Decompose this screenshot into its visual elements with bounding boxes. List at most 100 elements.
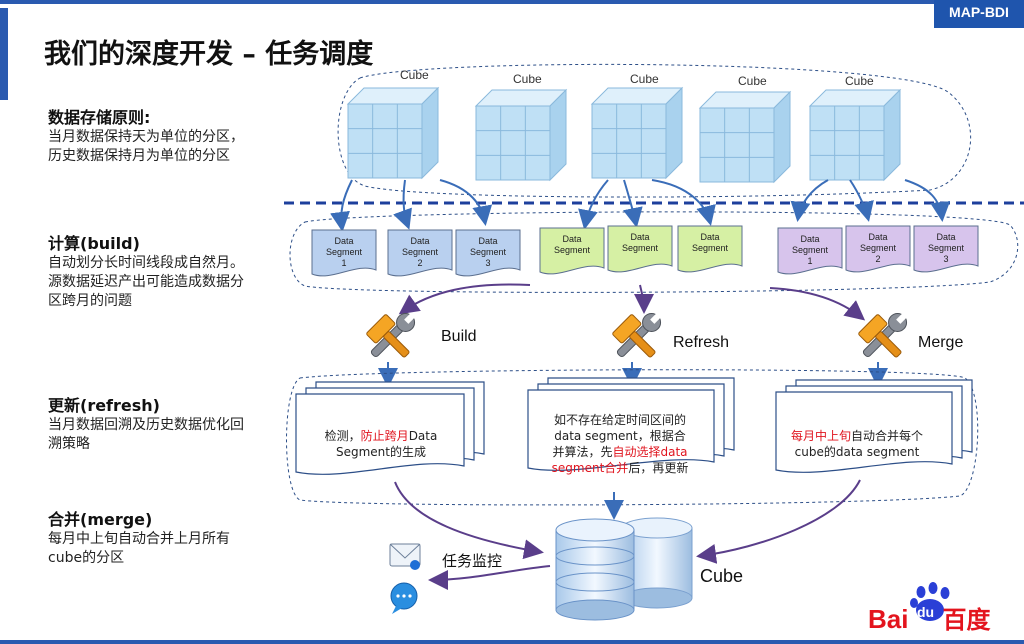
section-line: 当月数据保持天为单位的分区， — [48, 129, 244, 145]
logo-cn: 百度 — [942, 607, 991, 634]
data-segment-shape — [539, 227, 605, 275]
segment-text: Data — [630, 232, 650, 242]
section-line: 溯策略 — [48, 436, 90, 452]
segment-text: Data — [562, 234, 582, 244]
tool-label-build: Build — [441, 328, 477, 345]
doc-text-part: 检测， — [324, 429, 361, 443]
segment-text: Segment — [791, 245, 829, 255]
section-line: 每月中上旬自动合并上月所有 — [48, 531, 230, 547]
cube-label: Cube — [738, 74, 767, 88]
segment-text: Segment — [859, 243, 897, 253]
left-accent-bar — [0, 8, 8, 100]
cube-icon — [590, 86, 684, 180]
segment-text: Segment — [401, 247, 439, 257]
tool-arrows — [398, 283, 866, 321]
database-icon — [555, 517, 693, 621]
doc-text-part: data segment，根据合 — [554, 429, 686, 443]
doc-text-highlight: 自动选择data — [612, 445, 688, 459]
section-title: 合并(merge) — [48, 510, 153, 529]
cube-label: Cube — [845, 74, 874, 88]
section-storage: 数据存储原则: 当月数据保持天为单位的分区， 历史数据保持月为单位的分区 — [48, 104, 244, 166]
doc-text-part: 自动合并每个 — [851, 429, 924, 443]
section-title: 计算(build) — [48, 234, 140, 253]
segment-text: Segment — [469, 247, 507, 257]
doc-text-part: Segment的生成 — [335, 445, 426, 459]
segment-text: Data — [800, 234, 820, 244]
doc-build-text: 检测，防止跨月Data Segment的生成 — [306, 428, 456, 460]
segment-text: 3 — [943, 254, 949, 264]
data-segment-shape — [387, 229, 453, 277]
section-merge: 合并(merge) 每月中上旬自动合并上月所有 cube的分区 — [48, 506, 230, 568]
document-shape — [775, 391, 953, 473]
segment-text: 3 — [485, 258, 491, 268]
segment-text: Segment — [691, 243, 729, 253]
segment-text: Segment — [553, 245, 591, 255]
doc-text-part: cube的data segment — [794, 445, 920, 459]
cube-label: Cube — [630, 72, 659, 86]
logo-du: du — [917, 604, 935, 620]
tool-label-merge: Merge — [918, 334, 964, 351]
section-line: 历史数据保持月为单位的分区 — [48, 148, 230, 164]
merge-arrows — [394, 479, 861, 564]
monitor-label: 任务监控 — [442, 552, 503, 570]
data-segment-shape — [677, 225, 743, 273]
segment-text: Segment — [927, 243, 965, 253]
data-segment-shape — [607, 225, 673, 273]
update-docs — [295, 377, 973, 475]
doc-text-highlight: segment合并 — [551, 461, 629, 475]
data-segment-shape — [777, 227, 843, 275]
section-line: 自动划分长时间线段成自然月。 — [48, 255, 244, 271]
doc-text-part: Data — [408, 429, 438, 443]
section-line: cube的分区 — [48, 550, 125, 566]
segment-text: Data — [410, 236, 430, 246]
cube-icon — [346, 86, 440, 180]
segment-text: Data — [868, 232, 888, 242]
doc-text-part: 如不存在给定时间区间的 — [553, 413, 686, 427]
segment-text: Data — [936, 232, 956, 242]
cube-row — [346, 86, 902, 184]
segment-text: 1 — [807, 256, 813, 266]
segment-text: Data — [334, 236, 354, 246]
doc-text-highlight: 每月中上旬 — [790, 429, 851, 443]
segment-rows — [311, 225, 979, 277]
cube-icon — [474, 88, 568, 182]
section-line: 当月数据回溯及历史数据优化回 — [48, 417, 244, 433]
section-title: 数据存储原则: — [48, 108, 151, 127]
data-segment-shape — [913, 225, 979, 273]
section-refresh: 更新(refresh) 当月数据回溯及历史数据优化回 溯策略 — [48, 392, 244, 454]
build-arrows — [330, 179, 951, 232]
page-title: 我们的深度开发 – 任务调度 — [44, 39, 374, 70]
logo-bai: Bai — [868, 604, 909, 634]
document-shape — [527, 389, 715, 471]
doc-text-part: 后，再更新 — [628, 461, 689, 475]
cube-group-outline — [337, 63, 972, 198]
section-title: 更新(refresh) — [48, 396, 160, 415]
section-line: 区跨月的问题 — [48, 293, 132, 309]
document-shape — [295, 393, 465, 475]
mail-icon — [389, 543, 421, 570]
baidu-logo: Bai 百度 — [868, 600, 990, 635]
doc-text-part: 并算法，先 — [552, 445, 613, 459]
segment-text: 2 — [417, 258, 423, 268]
top-accent-bar — [0, 0, 1024, 4]
chat-icon — [390, 582, 418, 614]
database-label: Cube — [700, 566, 744, 586]
tool-build — [364, 312, 416, 368]
brand-tag: MAP-BDI — [934, 0, 1024, 28]
segment-text: Segment — [621, 243, 659, 253]
segment-text: Data — [700, 232, 720, 242]
tools-icon — [366, 312, 416, 358]
cube-label: Cube — [400, 68, 429, 82]
data-segment-shape — [455, 229, 521, 277]
tools-icon — [858, 312, 908, 358]
data-segment-shape — [845, 225, 911, 273]
doc-merge-text: 每月中上旬自动合并每个 cube的data segment — [782, 428, 932, 460]
tools-icon — [612, 312, 662, 358]
